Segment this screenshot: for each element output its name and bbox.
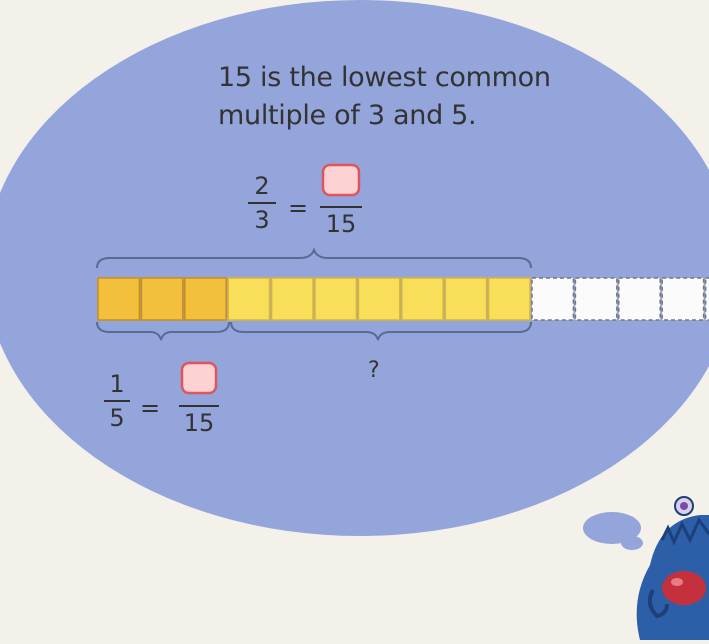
bar-part-filled-dark bbox=[97, 277, 141, 321]
unknown-label: ? bbox=[368, 358, 380, 383]
caption-line-2: multiple of 3 and 5. bbox=[218, 100, 477, 131]
fraction-bar bbox=[179, 405, 219, 407]
bar-part-filled-light bbox=[314, 277, 358, 321]
answer-box-one-fifth[interactable] bbox=[180, 361, 218, 395]
monster-nose bbox=[662, 571, 706, 605]
thought-bubble bbox=[0, 0, 709, 536]
thought-bubble-tiny bbox=[621, 536, 643, 550]
bar-part-empty bbox=[574, 277, 618, 321]
fraction-target-fifteen-lower: 15 bbox=[179, 401, 219, 435]
numerator-two: 2 bbox=[254, 172, 270, 200]
thought-bubble-small bbox=[583, 512, 641, 544]
bar-part-filled-light bbox=[444, 277, 488, 321]
answer-box-two-thirds[interactable] bbox=[321, 163, 361, 197]
bar-part-empty bbox=[661, 277, 705, 321]
bar-model bbox=[97, 277, 709, 321]
equals-sign: = bbox=[140, 394, 161, 422]
fraction-bar bbox=[104, 400, 130, 402]
caption-line-1: 15 is the lowest common bbox=[218, 62, 551, 93]
numerator-one: 1 bbox=[109, 370, 125, 398]
bar-part-empty bbox=[618, 277, 661, 321]
bar-part-empty bbox=[531, 277, 575, 321]
bar-part-filled-light bbox=[487, 277, 531, 321]
bar-part-empty bbox=[704, 277, 709, 321]
bar-part-filled-light bbox=[401, 277, 444, 321]
equals-sign: = bbox=[288, 194, 309, 222]
denominator-fifteen: 15 bbox=[183, 409, 215, 437]
bar-part-filled-light bbox=[270, 277, 314, 321]
denominator-three: 3 bbox=[254, 206, 270, 234]
top-brace bbox=[96, 247, 532, 269]
fraction-two-thirds: 2 3 bbox=[248, 174, 276, 232]
brace-unknown bbox=[230, 321, 532, 341]
bar-part-filled-dark bbox=[140, 277, 184, 321]
denominator-five: 5 bbox=[109, 404, 125, 432]
monster-character bbox=[636, 496, 709, 640]
denominator-fifteen: 15 bbox=[325, 210, 357, 238]
fraction-target-fifteen: 15 bbox=[320, 202, 362, 236]
bar-part-filled-dark bbox=[184, 277, 227, 321]
fraction-bar bbox=[248, 202, 276, 204]
fraction-one-fifth: 1 5 bbox=[104, 372, 130, 430]
bar-part-filled-light bbox=[227, 277, 271, 321]
brace-one-fifth bbox=[96, 321, 230, 341]
bar-part-filled-light bbox=[357, 277, 401, 321]
fraction-bar bbox=[320, 206, 362, 208]
